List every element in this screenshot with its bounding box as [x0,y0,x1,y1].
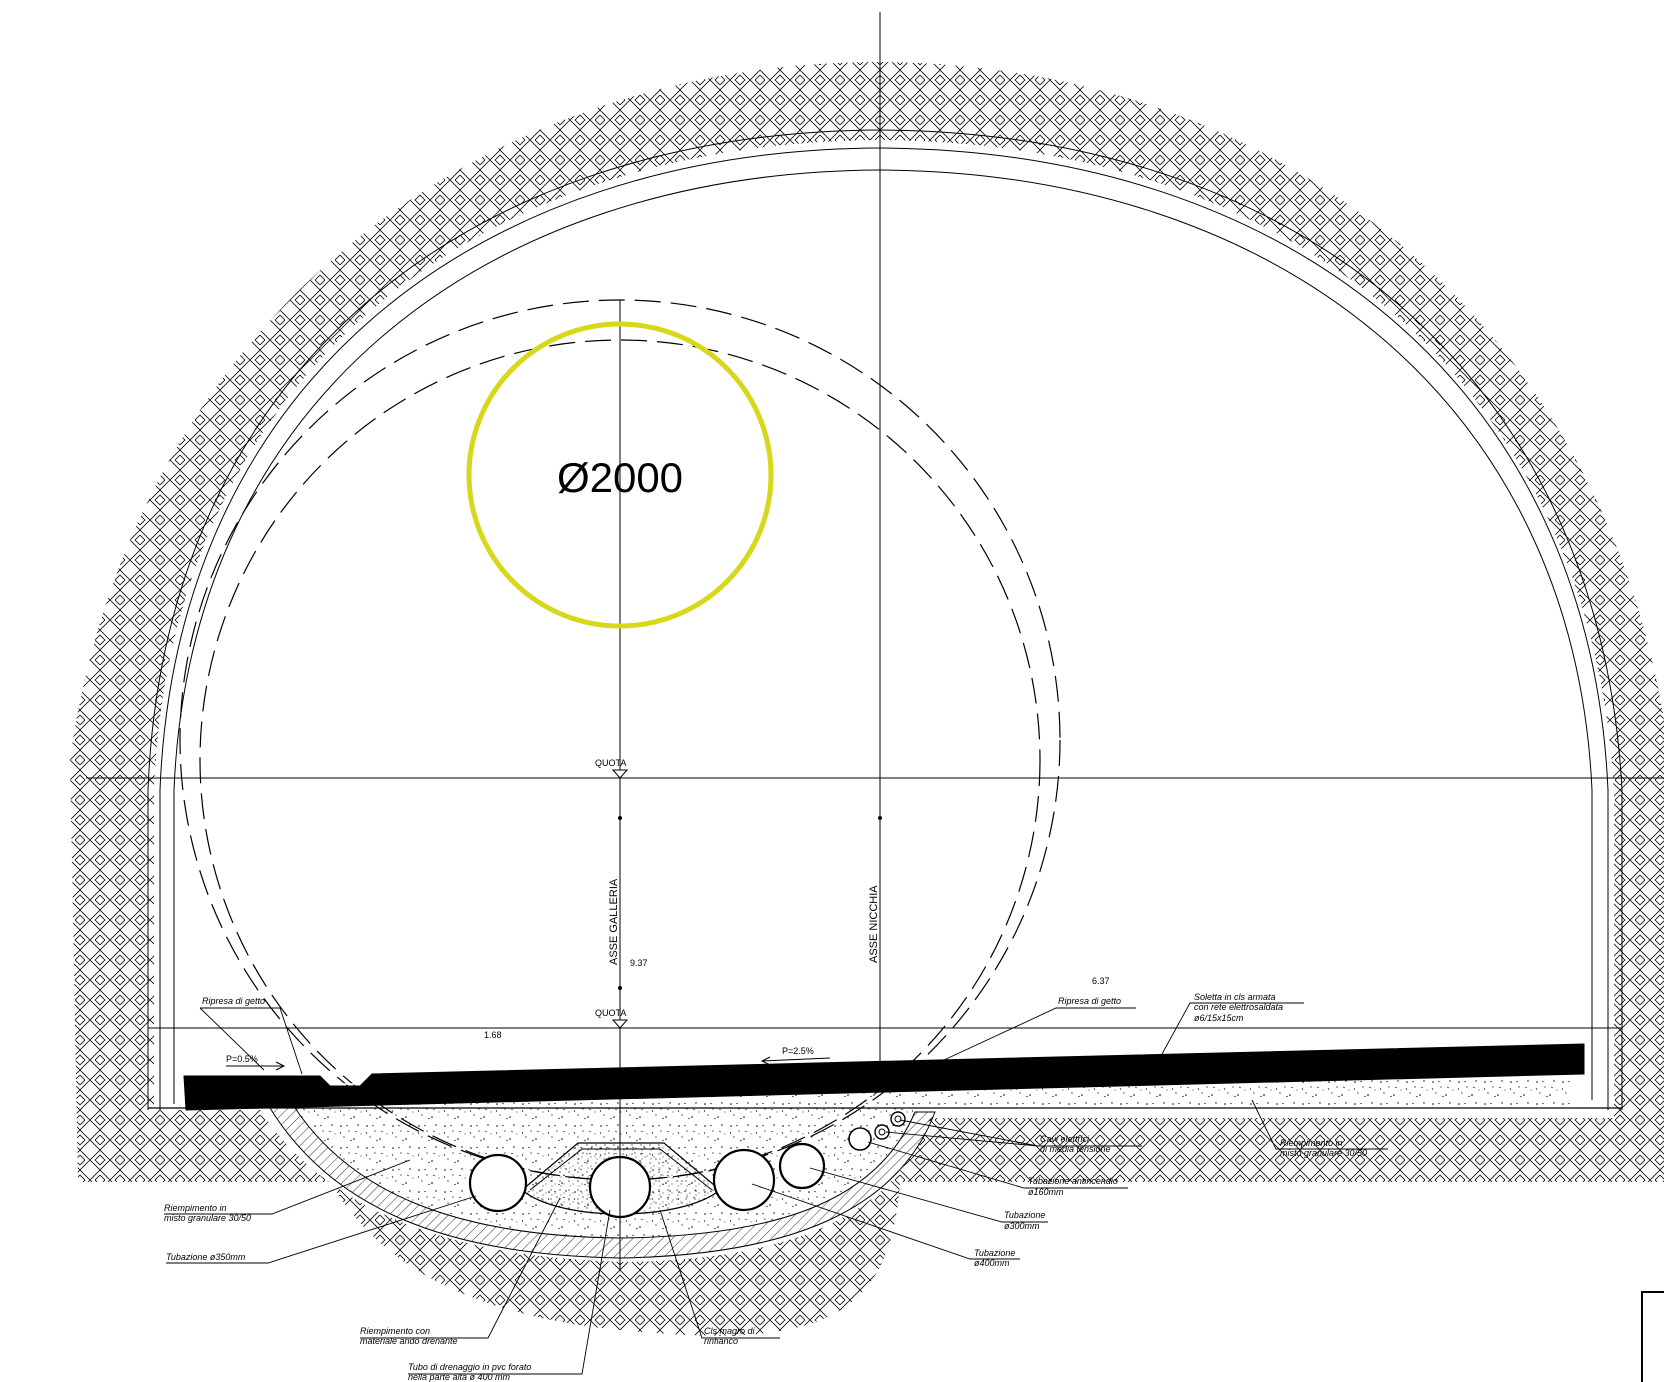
cavi-label-1: Cavi elettrici [1040,1134,1090,1144]
slope-left-arrow [226,1061,286,1071]
ripresa-left-label: Ripresa di getto [202,996,265,1006]
riemp-right-label-1: Riempimento in [1280,1138,1343,1148]
tub400-label-2: ø400mm [974,1258,1010,1268]
slope-left: P=0.5% [226,1054,258,1064]
dim-9-37: 9.37 [630,958,648,968]
fire-pipe-160mm [848,1127,872,1151]
quota-marker-top [611,769,629,779]
invert-lining-ring [269,1107,936,1259]
antincendio-label-2: ø160mm [1028,1187,1064,1197]
slab-drain-channel [319,1071,371,1085]
dim-6-37: 6.37 [1092,976,1110,986]
tub300-label-2: ø300mm [1004,1221,1040,1231]
soletta-label-1: Soletta in cls armata [1194,992,1276,1002]
drenaggio-leader [408,1209,611,1375]
tub350-leader [166,1195,477,1264]
dim-tick-2 [618,986,622,990]
diameter-label: Ø2000 [557,454,683,501]
riemp-right-leader [1251,1099,1388,1150]
pipe-400mm [712,1148,776,1212]
pipe-350mm [468,1153,528,1213]
cls-label-1: Cls magro di [704,1326,756,1336]
gallery-axis-label: ASSE GALLERIA [608,878,620,965]
cls-label-2: rinfianco [704,1336,738,1346]
dim-tick-1 [618,816,622,820]
soletta-label-3: ø6/15x15cm [1194,1013,1244,1023]
quota-label-top: QUOTA [595,758,626,768]
riemp-con-label-2: materiale arido drenante [360,1336,458,1346]
ripresa-right-label: Ripresa di getto [1058,996,1121,1006]
cable-duct-a-core [878,1128,886,1136]
quota-label-bottom: QUOTA [595,1008,626,1018]
diameter-circle [466,321,774,629]
riemp-left-label-1: Riempimento in [164,1203,227,1213]
cable-duct-b [890,1111,906,1127]
riemp-con-label-1: Riempimento con [360,1326,430,1336]
slope-center: P=2.5% [782,1046,814,1056]
soletta-label-2: con rete elettrosaldata [1194,1002,1283,1012]
ripresa-left-leader [199,1007,303,1075]
tub300-leader [809,1167,1048,1223]
slope-center-arrow [760,1056,831,1066]
riemp-con-leader [360,1197,561,1339]
riemp-left-label-2: misto granulare 30/50 [164,1213,251,1223]
drenaggio-label-1: Tubo di drenaggio in pvc forato [408,1362,531,1372]
antincendio-label-1: Tubazione antincendio [1028,1176,1118,1186]
antincendio-leader [867,1141,1128,1189]
ripresa-right-leader [943,1007,1136,1061]
cavi-leader [885,1119,1142,1147]
riemp-left-leader [164,1159,411,1215]
soletta-leader [1161,1002,1304,1055]
cavi-label-2: di media tensione [1040,1144,1111,1154]
dim-tick-3 [878,816,882,820]
pipe-300mm [778,1142,826,1190]
tub300-label-1: Tubazione [1004,1210,1045,1220]
title-block-corner [1641,1291,1664,1382]
niche-axis-label: ASSE NICCHIA [868,885,880,963]
dim-1-68: 1.68 [484,1030,502,1040]
reinforced-slab [183,1043,1585,1111]
cable-duct-b-core [894,1115,902,1123]
tunnel-cavity [154,140,1614,1110]
quota-marker-bottom [611,1019,629,1029]
tub400-label-1: Tubazione [974,1248,1015,1258]
lean-concrete-bed-inner [529,1148,713,1191]
tub350-label: Tubazione ø350mm [166,1252,246,1262]
drenaggio-label-2: nella parte alta ø 400 mm [408,1372,511,1382]
tub400-leader [751,1183,1020,1260]
cls-leader [659,1209,780,1339]
riemp-right-label-2: misto granulare 30/50 [1280,1148,1367,1158]
